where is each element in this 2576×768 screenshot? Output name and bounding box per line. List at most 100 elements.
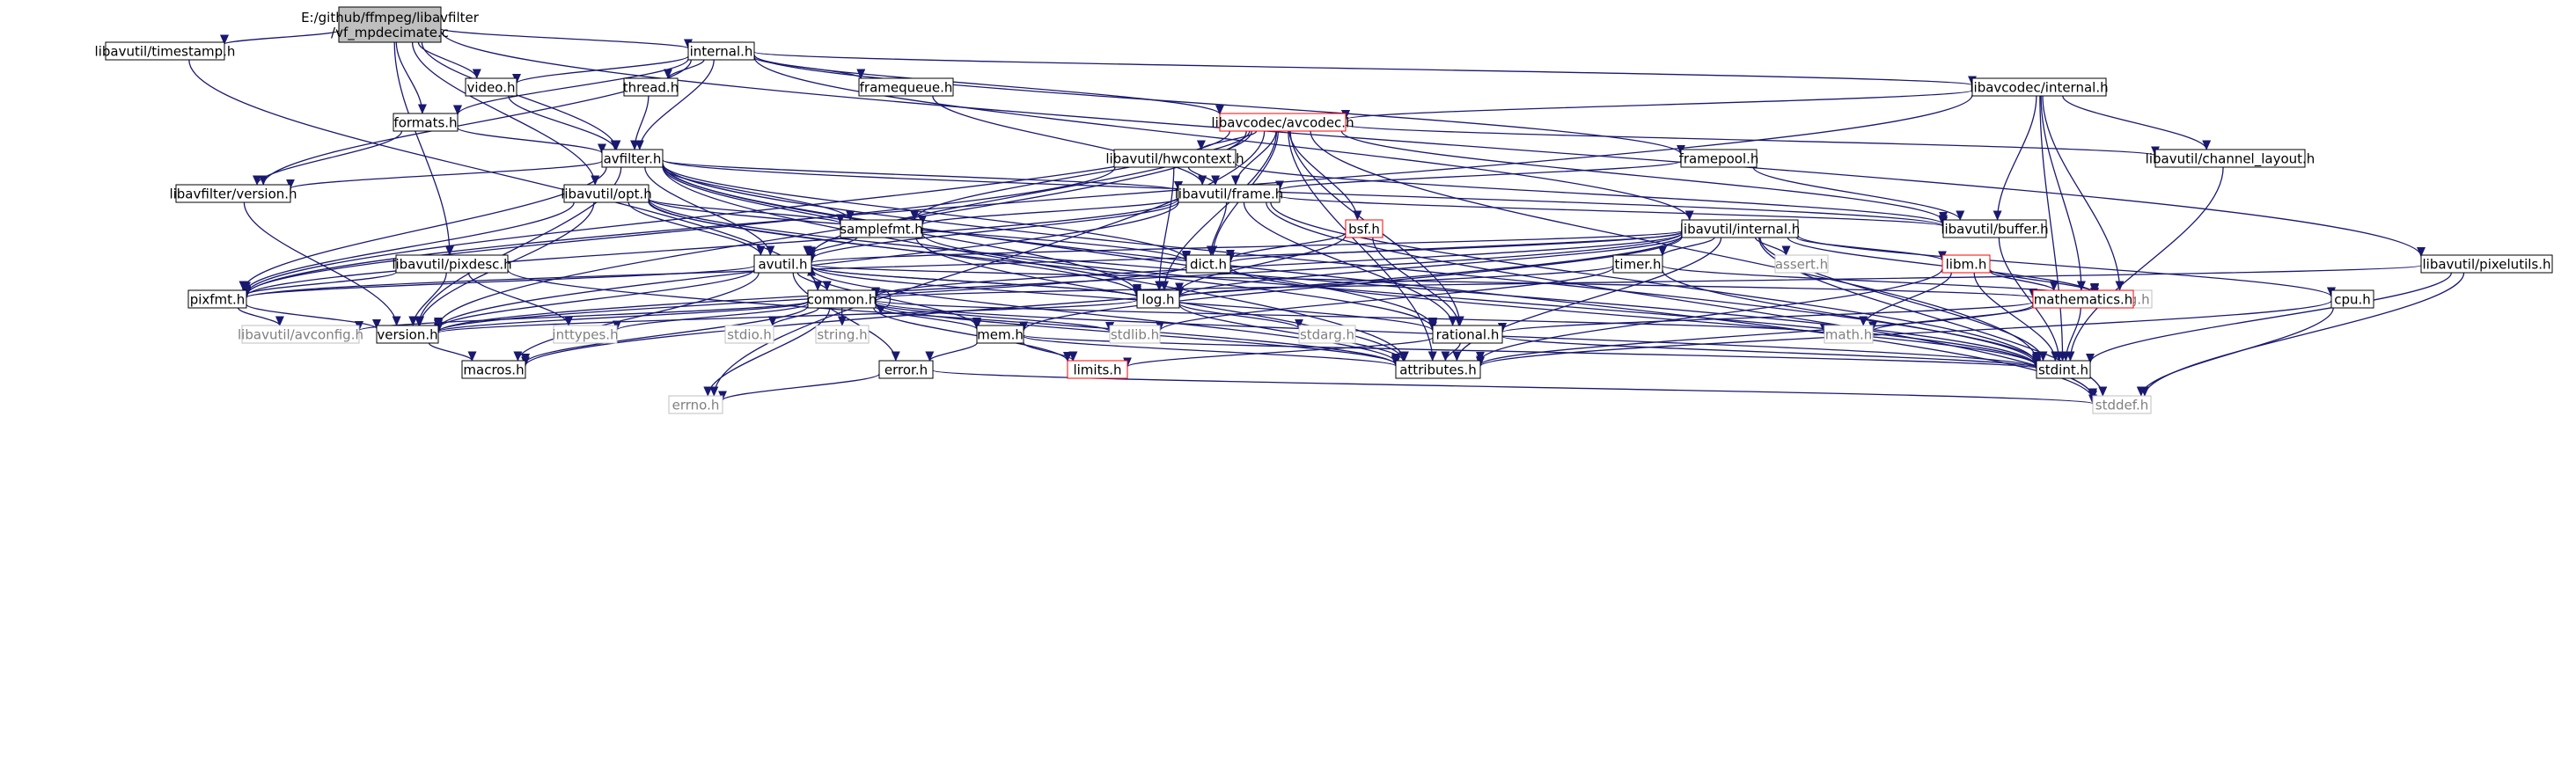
include-edge [438,232,1683,332]
node-box [1612,254,1663,274]
node-rational[interactable]: rational.h [1432,325,1503,344]
node-box [393,113,459,132]
node-stdint[interactable]: stdint.h [2036,360,2091,379]
node-box [1824,325,1874,344]
include-edge [517,272,760,361]
node-error[interactable]: error.h [878,360,934,379]
include-edge [753,54,1681,154]
node-avcodec[interactable]: libavcodec/avcodec.h [1211,113,1354,132]
node-label: stddef.h [2095,398,2148,413]
include-edge [753,56,1690,221]
node-label: rational.h [1436,327,1500,343]
include-edge [1023,334,2037,369]
include-edge [1501,335,2037,368]
node-label: avutil.h [758,257,807,273]
node-label: samplefmt.h [840,222,923,238]
node-box [2092,395,2152,414]
include-edge [1179,265,1614,297]
node-box [461,360,526,379]
node-label: libavutil/frame.h [1175,187,1283,202]
include-edge [393,41,450,255]
node-dict[interactable]: dict.h [1185,254,1231,274]
node-formats[interactable]: formats.h [393,113,459,132]
node-limits[interactable]: limits.h [1067,360,1128,379]
node-avfilter[interactable]: avfilter.h [601,149,664,168]
node-label: internal.h [690,44,753,60]
include-edge [1179,234,1347,292]
node-buffer[interactable]: libavutil/buffer.h [1941,219,2049,238]
node-string: string.h [815,325,870,344]
include-edge [438,268,755,328]
node-box [2420,254,2553,274]
include-edge [246,230,1683,297]
node-mem[interactable]: mem.h [976,325,1024,344]
include-edge [507,269,1396,365]
include-edge [1873,305,2034,331]
node-hwcontext[interactable]: libavutil/hwcontext.h [1105,149,1244,168]
node-lc-internal[interactable]: libavcodec/internal.h [1970,77,2109,97]
node-box [687,41,755,61]
node-frame[interactable]: libavutil/frame.h [1175,184,1283,203]
node-box [623,77,679,97]
node-lf-version[interactable]: libavfilter/version.h [169,184,297,203]
node-box [753,254,812,274]
node-channel-layout[interactable]: libavutil/channel_layout.h [2146,149,2315,168]
node-mathematics[interactable]: mathematics.h [2032,289,2134,309]
node-version[interactable]: version.h [376,325,439,344]
node-label: libavfilter/version.h [169,187,297,202]
node-timer[interactable]: timer.h [1612,254,1663,274]
node-bsf[interactable]: bsf.h [1345,219,1383,238]
node-macros[interactable]: macros.h [461,360,526,379]
node-box [1298,325,1356,344]
include-edge [2141,307,2334,396]
include-edge [1160,267,1614,331]
node-box [2032,289,2134,309]
include-edge [1795,237,1942,260]
include-edge [438,301,809,332]
include-edge [811,267,1138,298]
node-opt[interactable]: libavutil/opt.h [561,184,652,203]
node-pixelutils[interactable]: libavutil/pixelutils.h [2420,254,2553,274]
include-edge [1787,237,2095,294]
node-pixfmt[interactable]: pixfmt.h [187,289,247,309]
node-thread[interactable]: thread.h [623,77,679,97]
node-label: attributes.h [1399,362,1477,378]
node-log[interactable]: log.h [1136,289,1180,309]
node-label: libavutil/buffer.h [1941,222,2048,238]
node-avutil[interactable]: avutil.h [753,254,812,274]
node-libm[interactable]: libm.h [1941,254,1991,274]
include-edge [246,166,1116,295]
node-lu-internal[interactable]: libavutil/internal.h [1680,219,1801,238]
include-edge [1998,237,2059,361]
node-internal[interactable]: internal.h [687,41,755,61]
node-timestamp[interactable]: libavutil/timestamp.h [95,41,236,61]
include-edge [2145,272,2465,396]
include-edge [811,230,1683,262]
node-pixdesc[interactable]: libavutil/pixdesc.h [392,254,512,274]
include-edge [753,55,1220,114]
node-framequeue[interactable]: framequeue.h [858,77,954,97]
node-box [187,289,247,309]
node-label: string.h [817,327,867,343]
include-edge [1179,235,1683,296]
include-edge [246,304,377,328]
include-edge [246,265,755,297]
node-samplefmt[interactable]: samplefmt.h [840,219,923,238]
node-vf-mpdecimate[interactable]: E:/github/ffmpeg/libavfilter/vf_mpdecima… [301,6,480,43]
node-video[interactable]: video.h [465,77,517,97]
node-box [376,325,439,344]
include-edge [2070,166,2224,361]
node-attributes[interactable]: attributes.h [1395,360,1481,379]
node-avconfig: libavutil/avconfig.h [238,325,363,344]
include-edge [1759,237,2044,361]
node-box [241,325,360,344]
node-common[interactable]: common.h [807,289,877,309]
node-label: framepool.h [1679,151,1759,167]
include-edge [2042,95,2120,290]
node-framepool[interactable]: framepool.h [1679,149,1759,168]
node-box [395,254,509,274]
node-box [2036,360,2091,379]
node-cpu[interactable]: cpu.h [2330,289,2374,309]
node-label: stdint.h [2038,362,2088,378]
include-edge [811,264,2033,298]
